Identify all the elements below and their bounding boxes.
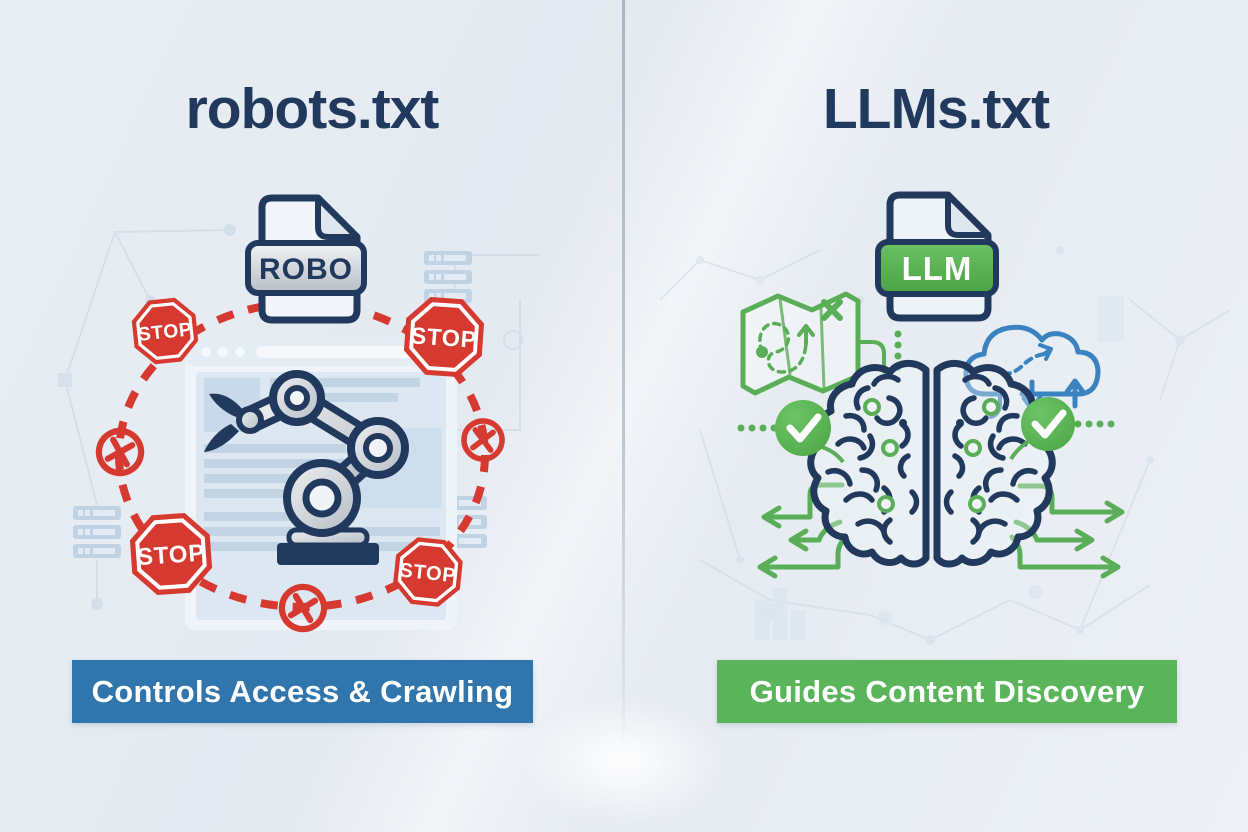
llm-file-icon: LLM xyxy=(875,191,999,322)
checkmark-icon-left xyxy=(775,400,845,464)
robots-file-icon: ROBO xyxy=(245,194,367,324)
llm-file-label: LLM xyxy=(902,250,973,287)
left-panel-title: robots.txt xyxy=(185,77,440,141)
left-banner: Controls Access & Crawling xyxy=(72,660,533,723)
left-banner-label: Controls Access & Crawling xyxy=(91,673,514,709)
right-panel-title: LLMs.txt xyxy=(822,77,1050,141)
robots-file-label: ROBO xyxy=(259,253,353,286)
brain-icon xyxy=(811,363,1053,564)
left-panel-illustration: STOP xyxy=(58,194,540,832)
center-divider xyxy=(622,0,625,832)
right-panel-illustration: LLM xyxy=(659,191,1231,645)
right-banner-label: Guides Content Discovery xyxy=(749,673,1145,709)
checkmark-icon-right xyxy=(1009,397,1075,461)
background-network xyxy=(659,246,1231,645)
right-banner: Guides Content Discovery xyxy=(717,660,1177,723)
robot-arm-icon xyxy=(204,370,409,565)
